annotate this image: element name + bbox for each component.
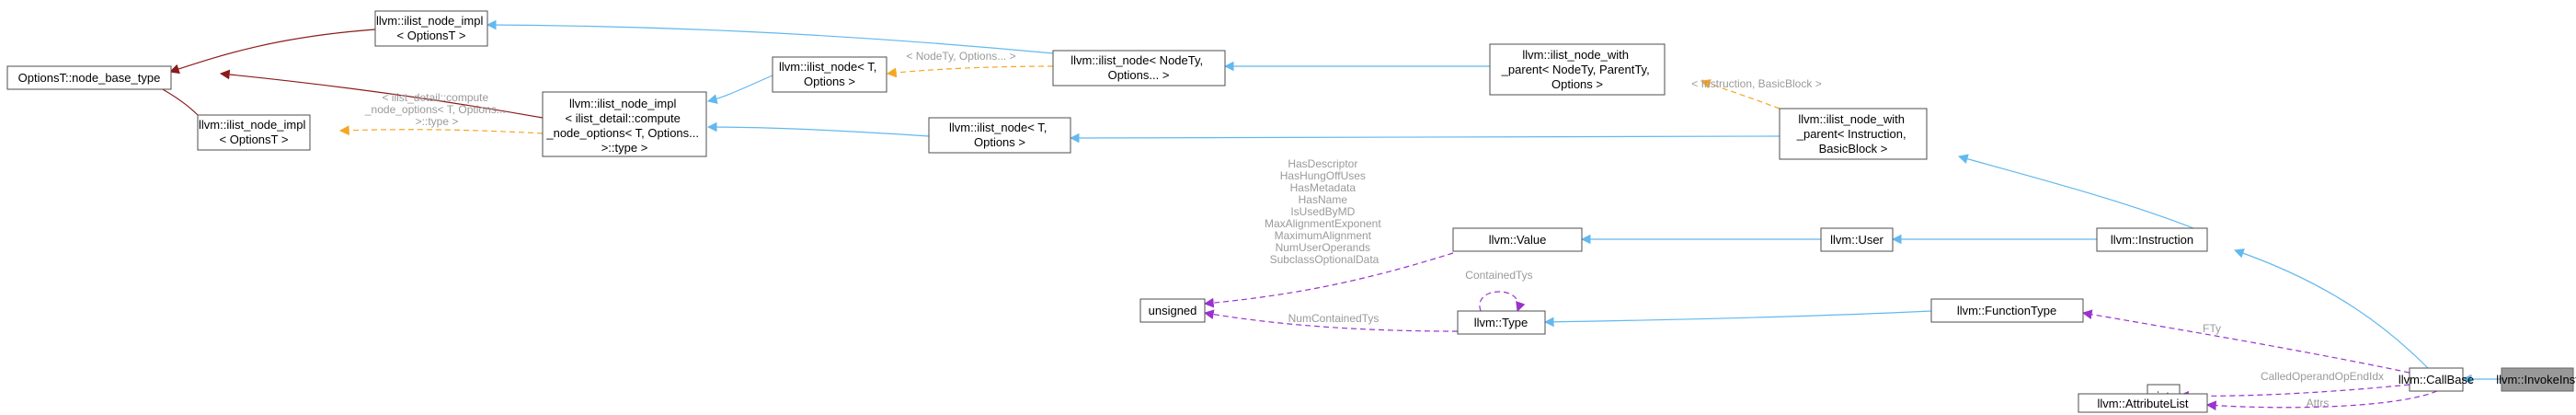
node-attribute-list[interactable]: llvm::AttributeList [2078,393,2208,413]
edge-nodety-to-impl-top [486,19,1054,54]
svg-text:llvm::Value: llvm::Value [1489,233,1547,247]
node-ilist-node-t-top[interactable]: llvm::ilist_node< T, Options > [772,56,887,93]
svg-text:llvm::ilist_node_impl: llvm::ilist_node_impl < OptionsT > [199,118,309,146]
nodes: OptionsT::node_base_type llvm::ilist_nod… [6,10,2576,413]
node-user[interactable]: llvm::User [1820,227,1894,252]
edge-label-called-operand: CalledOperandOpEndIdx [2261,370,2384,383]
svg-text:llvm::CallBase: llvm::CallBase [2399,373,2474,386]
svg-text:llvm::Type: llvm::Type [1474,316,1528,329]
edge-label-contained-tys: ContainedTys [1465,269,1532,282]
node-ilist-node-nodety[interactable]: llvm::ilist_node< NodeTy, Options... > [1052,50,1226,86]
edge-labels: < ilist_detail::compute _node_options< T… [364,50,2384,409]
edge-label-attrs: Attrs [2307,397,2330,409]
edge-function-type-to-type [1543,310,1932,328]
edge-label-nodety-tmpl: < NodeTy, Options... > [906,50,1015,63]
edge-label-value-members: HasDescriptor HasHungOffUses HasMetadata… [1265,157,1384,266]
edge-nodety-to-ilist-node-t-top [886,65,1054,78]
svg-text:llvm::FunctionType: llvm::FunctionType [1957,304,2056,317]
node-ilist-node-impl-mid[interactable]: llvm::ilist_node_impl < OptionsT > [197,114,311,151]
node-type[interactable]: llvm::Type [1457,310,1546,335]
svg-text:llvm::User: llvm::User [1830,233,1883,247]
edge-label-num-contained-tys: NumContainedTys [1288,312,1380,325]
svg-text:llvm::ilist_node_impl: llvm::ilist_node_impl < ilist_detail::co… [545,97,702,155]
svg-text:llvm::ilist_node_impl: llvm::ilist_node_impl < OptionsT > [376,14,487,42]
edge-impl-mid-to-impl-compute [338,125,544,136]
edge-impl-top-to-node-base [168,29,376,75]
svg-text:llvm::ilist_node< T, O: llvm::ilist_node< T, Options > [779,60,880,88]
node-value[interactable]: llvm::Value [1452,227,1583,252]
edge-call-base-to-function-type [2081,309,2410,374]
edge-ilist-t-top-to-impl-compute [706,75,773,104]
svg-text:llvm::ilist_node_with: llvm::ilist_node_with _parent< NodeTy, P… [1501,48,1654,91]
node-ilist-node-with-parent-instruction[interactable]: llvm::ilist_node_with _parent< Instructi… [1779,108,1928,160]
svg-text:llvm::AttributeList: llvm::AttributeList [2098,397,2189,410]
edge-label-compute-tmpl: < ilist_detail::compute _node_options< T… [364,91,509,128]
node-unsigned[interactable]: unsigned [1139,298,1206,323]
edge-type-self-contained [1479,291,1526,313]
edge-call-base-to-attribute-list [2205,390,2438,411]
node-instruction[interactable]: llvm::Instruction [2096,227,2208,252]
edge-ilist-t-mid-to-impl-compute [706,121,930,137]
node-ilist-node-t-mid[interactable]: llvm::ilist_node< T, Options > [928,117,1071,154]
edge-call-base-to-instruction [2233,248,2429,369]
svg-text:OptionsT::node_base_type: OptionsT::node_base_type [18,71,161,85]
node-options-node-base-type[interactable]: OptionsT::node_base_type [6,65,172,90]
edge-call-base-to-int [2178,384,2410,401]
svg-text:llvm::InvokeInst: llvm::InvokeInst [2496,373,2576,386]
edge-instruction-to-inst-parent [1957,154,2194,229]
svg-text:llvm::ilist_node< NodeTy,: llvm::ilist_node< NodeTy, Options... > [1070,53,1207,82]
svg-text:llvm::ilist_node_with: llvm::ilist_node_with _parent< Instructi… [1796,112,1910,156]
node-call-base[interactable]: llvm::CallBase [2399,367,2474,392]
edge-inst-parent-to-generic-parent [1700,79,1780,110]
edge-impl-compute-to-node-base [219,69,544,119]
edge-label-fty: FTy [2203,322,2221,335]
svg-text:llvm::Instruction: llvm::Instruction [2111,233,2193,247]
edge-type-to-unsigned [1203,309,1459,332]
edge-value-to-unsigned [1203,252,1454,308]
edge-label-inst-tmpl: < Instruction, BasicBlock > [1691,77,1821,90]
node-ilist-node-impl-compute[interactable]: llvm::ilist_node_impl < ilist_detail::co… [542,91,707,157]
node-ilist-node-with-parent-generic[interactable]: llvm::ilist_node_with _parent< NodeTy, P… [1489,43,1666,96]
node-function-type[interactable]: llvm::FunctionType [1930,298,2084,323]
edges [146,19,2502,411]
svg-text:llvm::ilist_node< T, O: llvm::ilist_node< T, Options > [949,121,1050,149]
node-ilist-node-impl-top[interactable]: llvm::ilist_node_impl < OptionsT > [374,10,488,47]
node-invoke-inst[interactable]: llvm::InvokeInst [2496,367,2576,392]
svg-text:unsigned: unsigned [1149,304,1197,317]
edge-inst-parent-to-ilist-t-mid [1069,133,1780,144]
